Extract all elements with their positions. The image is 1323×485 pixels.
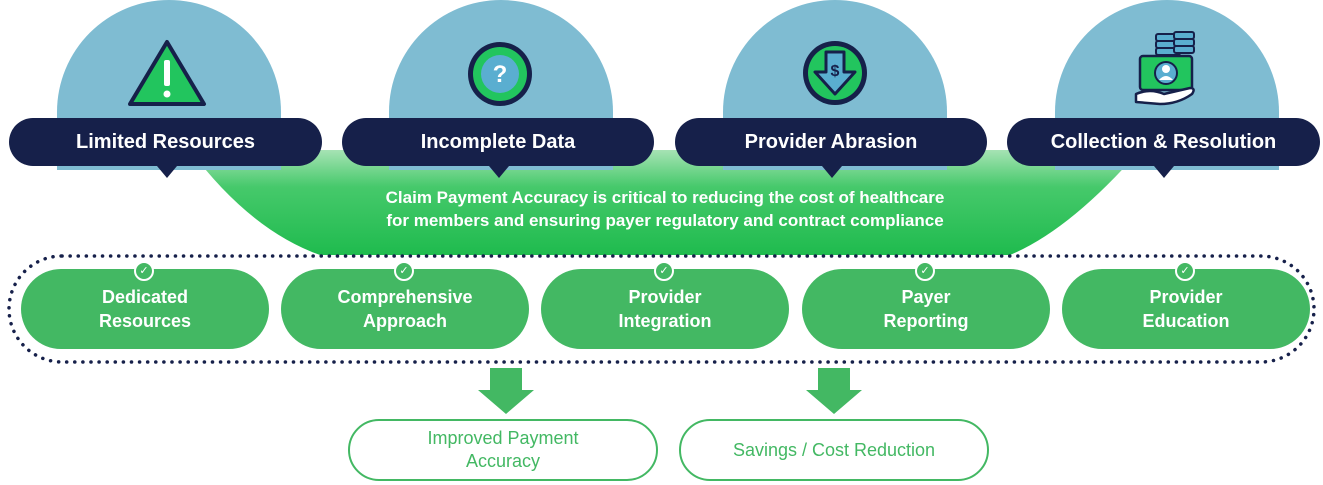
- solution-line-1: Provider: [628, 287, 702, 307]
- warning-icon: [128, 40, 206, 106]
- central-message: Claim Payment Accuracy is critical to re…: [300, 186, 1030, 232]
- check-icon: ✓: [394, 261, 414, 281]
- solution-line-2: Integration: [618, 311, 712, 331]
- challenge-pill-limited-resources: Limited Resources: [9, 118, 322, 166]
- dollar-down-icon: $: [803, 41, 867, 105]
- outcome-savings-cost-reduction: Savings / Cost Reduction: [679, 419, 989, 481]
- svg-text:$: $: [831, 63, 840, 80]
- solution-line-2: Resources: [98, 311, 192, 331]
- solution-line-1: Payer: [901, 287, 951, 307]
- question-icon: ?: [468, 42, 532, 106]
- down-arrow-right: [806, 368, 862, 414]
- pill-pointer: [1154, 166, 1174, 178]
- solution-line-2: Education: [1142, 311, 1230, 331]
- check-icon: ✓: [654, 261, 674, 281]
- outcome-line-1: Savings / Cost Reduction: [732, 439, 936, 460]
- funnel-shape: [190, 150, 1140, 255]
- check-icon: ✓: [1175, 261, 1195, 281]
- message-line-2: for members and ensuring payer regulator…: [386, 211, 944, 230]
- svg-text:?: ?: [493, 61, 508, 88]
- outcome-line-1: Improved Payment: [427, 428, 579, 448]
- outcome-line-2: Accuracy: [465, 451, 540, 471]
- dotted-container: [7, 254, 1316, 364]
- solution-line-1: Provider: [1149, 287, 1223, 307]
- money-hand-icon: [1134, 31, 1195, 106]
- challenge-pill-incomplete-data: Incomplete Data: [342, 118, 654, 166]
- solution-line-2: Approach: [362, 311, 447, 331]
- pill-pointer: [822, 166, 842, 178]
- solution-line-1: Dedicated: [101, 287, 189, 307]
- check-icon: ✓: [915, 261, 935, 281]
- check-icon: ✓: [134, 261, 154, 281]
- pill-pointer: [489, 166, 509, 178]
- message-line-1: Claim Payment Accuracy is critical to re…: [385, 188, 945, 207]
- solution-line-1: Comprehensive: [337, 287, 473, 307]
- challenge-pill-provider-abrasion: Provider Abrasion: [675, 118, 987, 166]
- challenge-pill-collection-resolution: Collection & Resolution: [1007, 118, 1320, 166]
- pill-pointer: [157, 166, 177, 178]
- down-arrow-left: [478, 368, 534, 414]
- solution-line-2: Reporting: [883, 311, 969, 331]
